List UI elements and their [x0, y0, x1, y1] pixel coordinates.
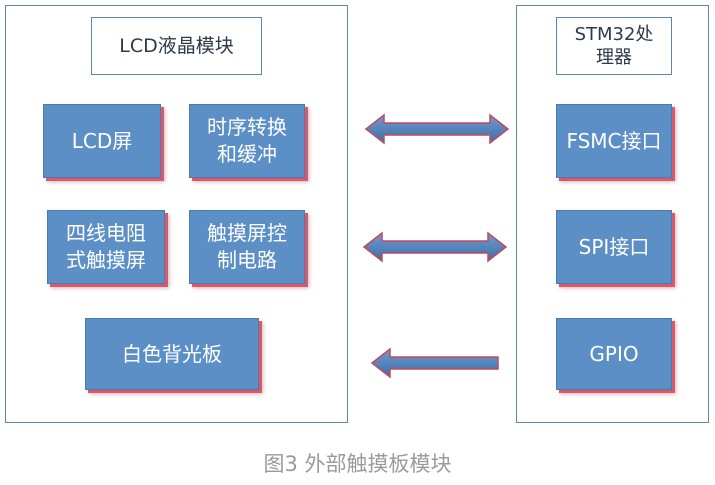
touchscreen-label: 四线电阻 式触摸屏 [66, 221, 146, 272]
gpio-label: GPIO [589, 341, 639, 366]
timing-buffer-block: 时序转换 和缓冲 [189, 104, 305, 178]
fsmc-bidirectional-arrow [364, 113, 510, 145]
timing-buffer-label: 时序转换 和缓冲 [207, 115, 287, 166]
touch-control-label: 触摸屏控 制电路 [207, 221, 287, 272]
lcd-screen-label: LCD屏 [71, 128, 133, 153]
figure-caption: 图3 外部触摸板模块 [263, 452, 452, 476]
spi-bidirectional-arrow [362, 231, 508, 263]
backlight-label: 白色背光板 [122, 341, 222, 366]
backlight-block: 白色背光板 [85, 318, 259, 390]
lcd-module-title: LCD液晶模块 [91, 17, 262, 75]
touch-control-block: 触摸屏控 制电路 [189, 210, 305, 284]
lcd-screen-block: LCD屏 [43, 104, 161, 178]
spi-interface-label: SPI接口 [578, 234, 650, 259]
fsmc-interface-label: FSMC接口 [566, 128, 662, 153]
spi-interface-block: SPI接口 [556, 210, 672, 284]
fsmc-interface-block: FSMC接口 [556, 104, 672, 178]
gpio-left-arrow [370, 347, 499, 379]
touchscreen-block: 四线电阻 式触摸屏 [47, 210, 165, 284]
stm32-title: STM32处 理器 [556, 17, 672, 75]
gpio-block: GPIO [556, 318, 672, 390]
